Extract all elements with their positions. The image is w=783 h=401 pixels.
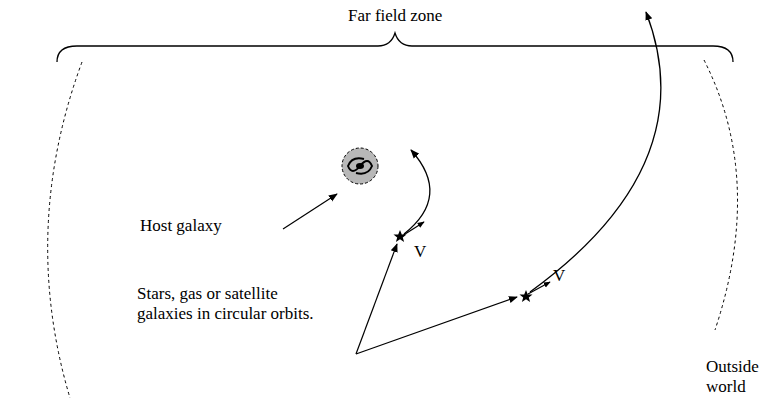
velocity-label: V <box>414 242 426 262</box>
leader-line <box>283 194 337 229</box>
velocity-label: V <box>553 266 565 286</box>
tracer-label: Stars, gas or satellite galaxies in circ… <box>137 284 327 324</box>
zone-boundary <box>704 60 738 330</box>
galaxy-label: Host galaxy <box>140 216 222 236</box>
orbit-path <box>530 12 661 292</box>
leader-line <box>356 297 517 354</box>
zone-title: Far field zone <box>348 6 442 26</box>
orbit-path <box>404 150 430 234</box>
leader-line <box>356 244 397 354</box>
zone-boundary <box>48 62 82 398</box>
velocity-arrow <box>402 222 424 236</box>
velocity-arrow <box>528 282 550 294</box>
star-symbol <box>394 230 407 242</box>
region-label: Outside world <box>706 357 770 397</box>
star-symbol <box>520 290 533 302</box>
zone-brace <box>57 33 733 62</box>
host-galaxy <box>342 148 378 184</box>
